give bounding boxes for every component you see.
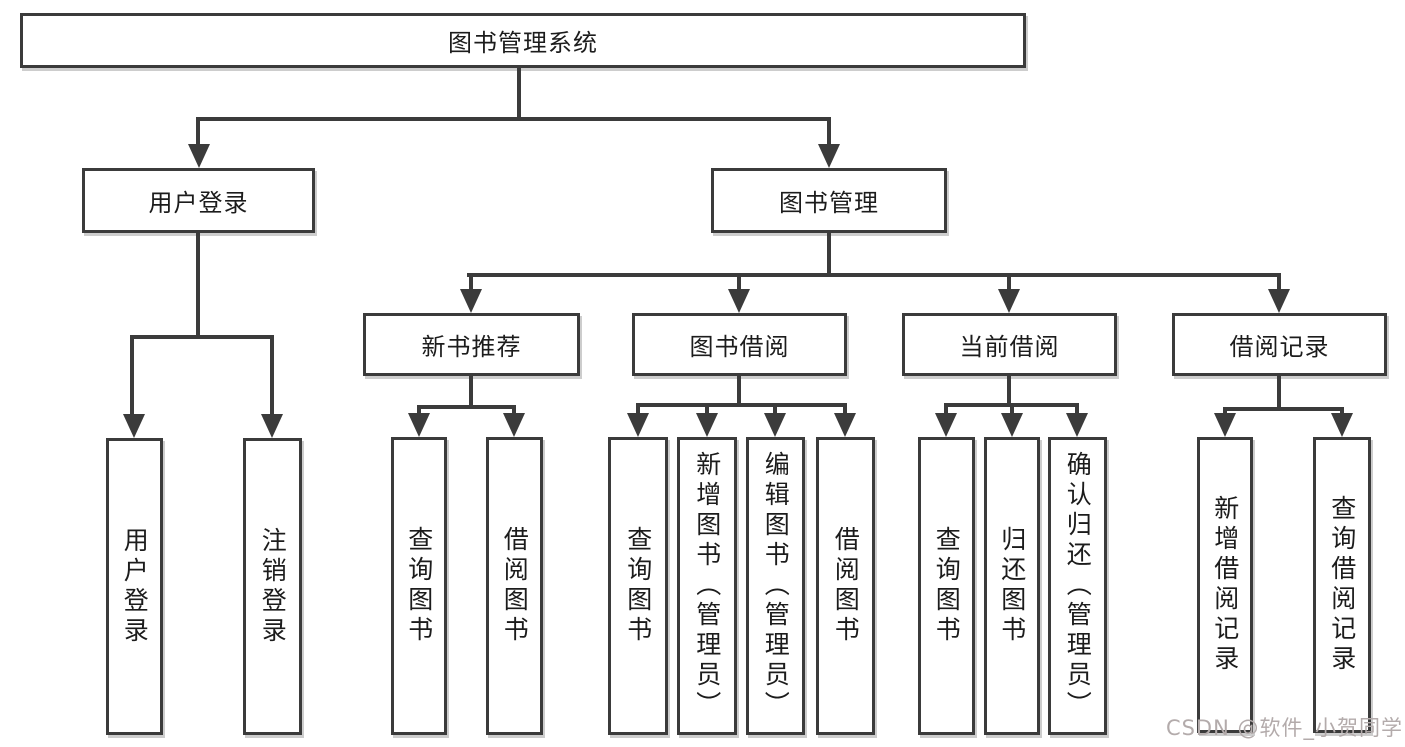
arrow-down-icon bbox=[1066, 413, 1088, 437]
arrow-down-icon bbox=[408, 413, 430, 437]
connector-line bbox=[827, 233, 831, 275]
node-borrow-record: 借阅记录 bbox=[1172, 313, 1387, 376]
connector-line bbox=[469, 376, 473, 407]
connector-line bbox=[469, 273, 473, 295]
arrow-down-icon bbox=[1268, 289, 1290, 313]
connector-line bbox=[827, 117, 831, 148]
arrow-down-icon bbox=[818, 144, 840, 168]
connector-line bbox=[196, 233, 200, 337]
node-book-borrow: 图书借阅 bbox=[632, 313, 847, 376]
leaf-confirm-return-admin: 确认归还（管理员） bbox=[1048, 437, 1107, 735]
connector-line bbox=[737, 273, 741, 295]
connector-line bbox=[1340, 407, 1344, 417]
node-user-login: 用户登录 bbox=[82, 168, 315, 233]
arrow-down-icon bbox=[834, 413, 856, 437]
leaf-edit-book-admin: 编辑图书（管理员） bbox=[746, 437, 805, 735]
arrow-down-icon bbox=[188, 144, 210, 168]
node-current-borrow: 当前借阅 bbox=[902, 313, 1117, 376]
connector-line bbox=[196, 117, 831, 121]
node-book-management: 图书管理 bbox=[711, 168, 947, 233]
connector-line bbox=[1223, 407, 1344, 411]
leaf-recommend-query-book: 查询图书 bbox=[391, 437, 447, 735]
connector-line bbox=[512, 405, 516, 417]
watermark: CSDN @软件_小贺同学 bbox=[1165, 716, 1403, 740]
connector-line bbox=[1007, 376, 1011, 405]
connector-line bbox=[196, 117, 200, 148]
connector-line bbox=[417, 405, 516, 409]
arrow-down-icon bbox=[503, 413, 525, 437]
arrow-down-icon bbox=[728, 289, 750, 313]
connector-line bbox=[705, 403, 709, 417]
connector-line bbox=[1277, 273, 1281, 295]
arrow-down-icon bbox=[998, 289, 1020, 313]
connector-line bbox=[417, 405, 421, 417]
leaf-query-borrow-record: 查询借阅记录 bbox=[1313, 437, 1371, 733]
connector-line bbox=[636, 403, 847, 407]
leaf-current-query-book: 查询图书 bbox=[918, 437, 975, 735]
arrow-down-icon bbox=[1214, 413, 1236, 437]
leaf-add-book-admin: 新增图书（管理员） bbox=[677, 437, 737, 735]
leaf-user-login: 用户登录 bbox=[106, 438, 163, 735]
leaf-borrow-book: 借阅图书 bbox=[816, 437, 875, 735]
connector-line bbox=[270, 335, 274, 418]
arrow-down-icon bbox=[1331, 413, 1353, 437]
arrow-down-icon bbox=[1001, 413, 1023, 437]
arrow-down-icon bbox=[627, 413, 649, 437]
node-library-system: 图书管理系统 bbox=[20, 13, 1026, 68]
arrow-down-icon bbox=[261, 414, 283, 438]
arrow-down-icon bbox=[764, 413, 786, 437]
connector-line bbox=[1277, 376, 1281, 409]
leaf-recommend-borrow-book: 借阅图书 bbox=[486, 437, 543, 735]
connector-line bbox=[1223, 407, 1227, 417]
connector-line bbox=[130, 335, 134, 418]
node-new-book-recommend: 新书推荐 bbox=[363, 313, 580, 376]
arrow-down-icon bbox=[123, 414, 145, 438]
connector-line bbox=[130, 335, 274, 339]
connector-line bbox=[773, 403, 777, 417]
arrow-down-icon bbox=[460, 289, 482, 313]
arrow-down-icon bbox=[935, 413, 957, 437]
leaf-return-book: 归还图书 bbox=[984, 437, 1040, 735]
leaf-logout: 注销登录 bbox=[243, 438, 302, 735]
leaf-add-borrow-record: 新增借阅记录 bbox=[1197, 437, 1253, 733]
connector-line bbox=[517, 68, 521, 119]
connector-line bbox=[467, 273, 1281, 277]
connector-line bbox=[944, 403, 948, 417]
connector-line bbox=[737, 376, 741, 405]
connector-line bbox=[1010, 403, 1014, 417]
connector-line bbox=[843, 403, 847, 417]
arrow-down-icon bbox=[696, 413, 718, 437]
leaf-borrow-query-book: 查询图书 bbox=[608, 437, 668, 735]
connector-line bbox=[1075, 403, 1079, 417]
connector-line bbox=[636, 403, 640, 417]
connector-line bbox=[1007, 273, 1011, 295]
